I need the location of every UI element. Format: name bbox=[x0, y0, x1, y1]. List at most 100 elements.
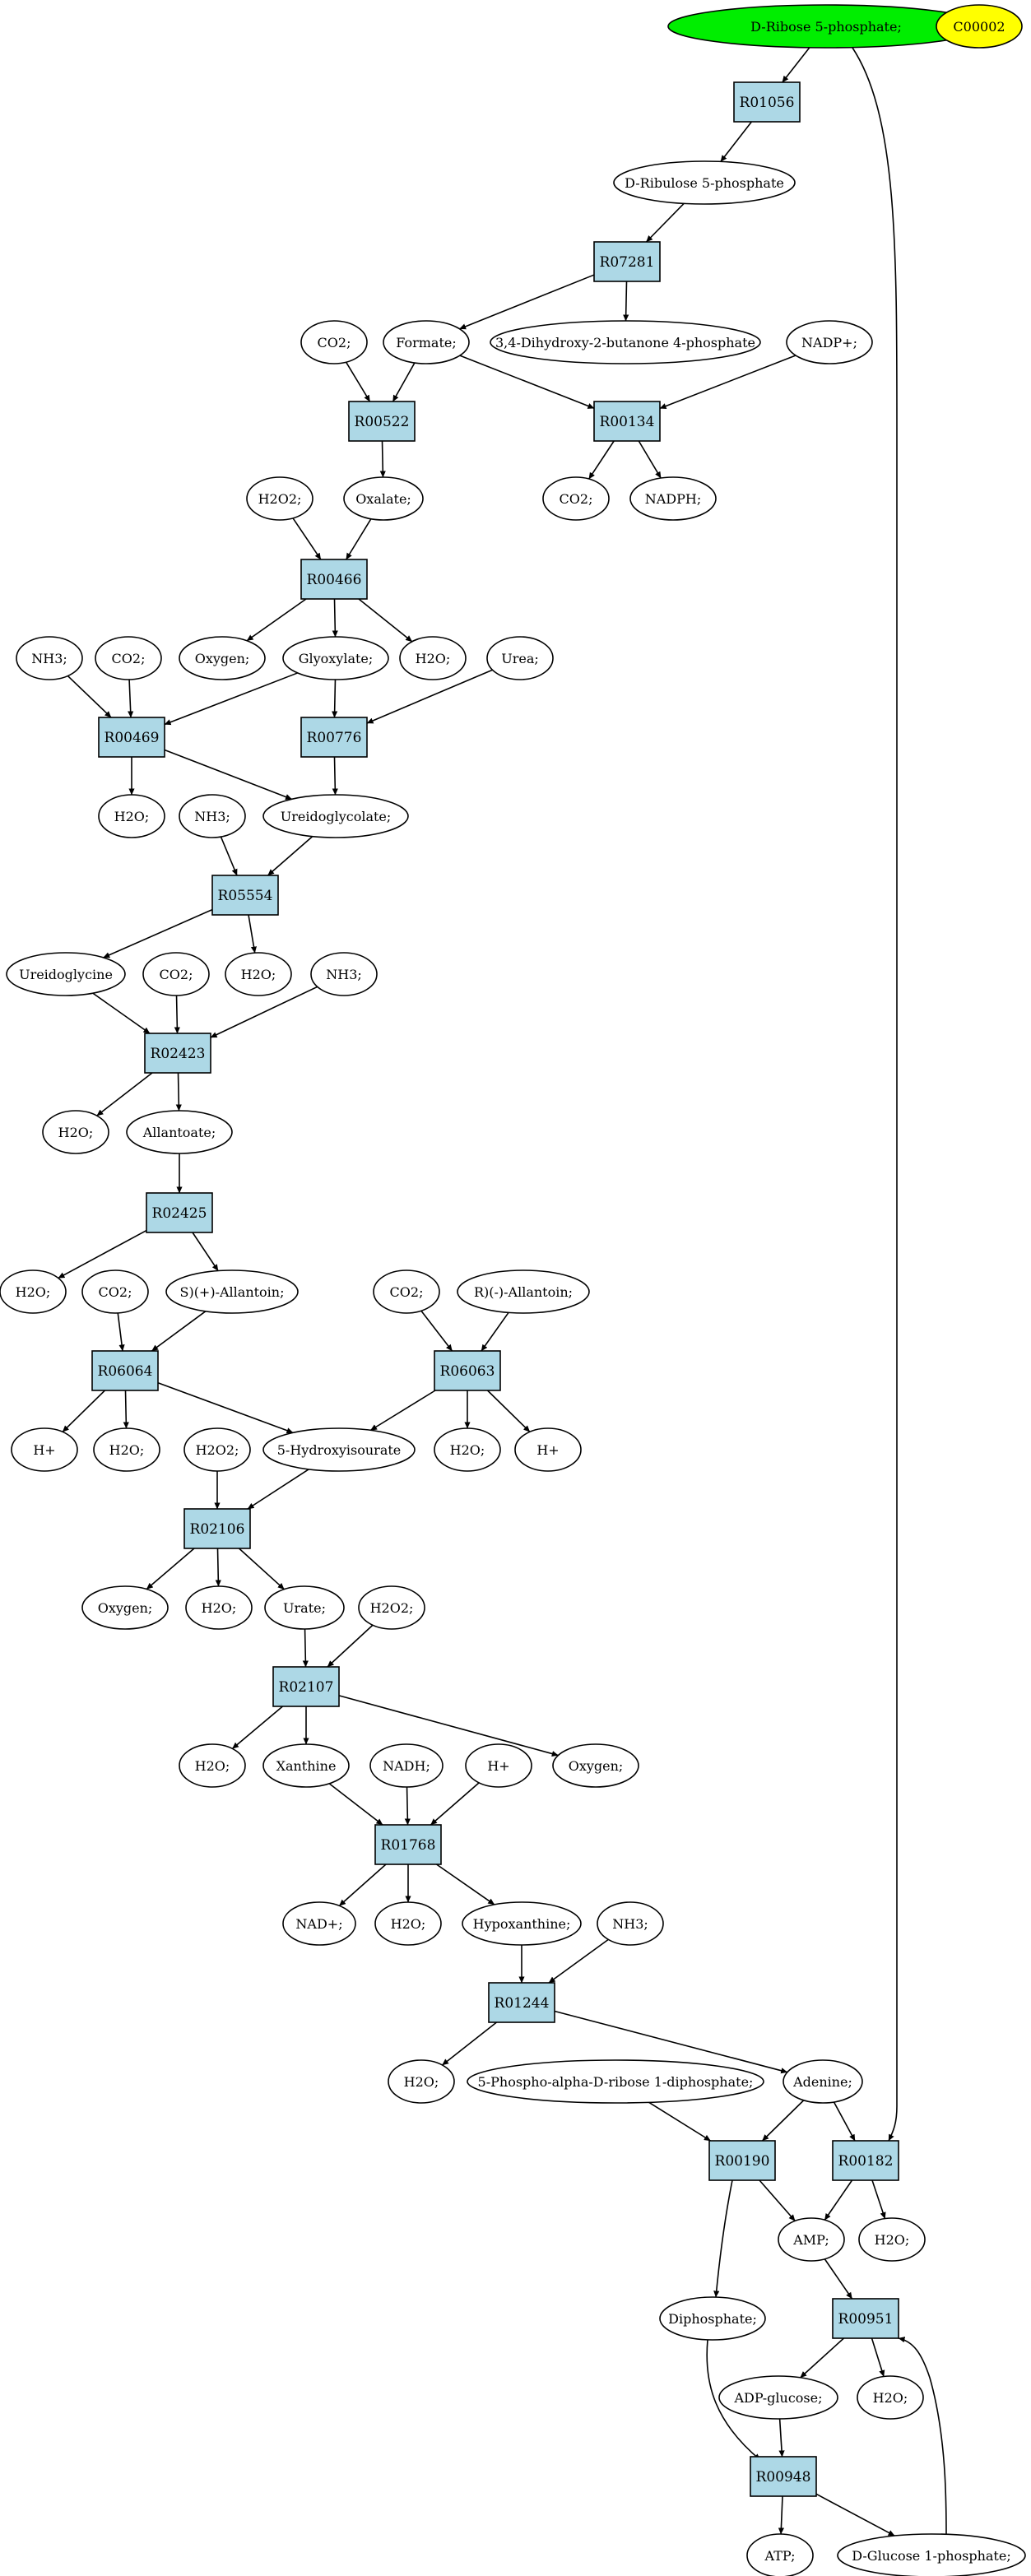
compound-ellipse bbox=[434, 1427, 501, 1472]
reaction-node-r15[interactable]: R01768 bbox=[374, 1824, 442, 1865]
compound-ellipse bbox=[746, 2533, 814, 2576]
node-label: Adenine; bbox=[792, 2074, 852, 2090]
compound-node-c57[interactable]: ADP-glucose; bbox=[718, 2375, 838, 2420]
compound-node-c51[interactable]: H2O; bbox=[388, 2059, 455, 2104]
compound-node-c28[interactable]: CO2; bbox=[81, 1269, 149, 1314]
reaction-node-r18[interactable]: R00182 bbox=[832, 2140, 899, 2181]
compound-node-c50[interactable]: NH3; bbox=[597, 1901, 664, 1946]
compound-node-c49[interactable]: Hypoxanthine; bbox=[462, 1901, 582, 1946]
reaction-node-r20[interactable]: R00948 bbox=[750, 2456, 817, 2497]
reaction-box bbox=[211, 875, 279, 916]
node-label: H2O; bbox=[109, 1442, 145, 1458]
compound-node-c31[interactable]: R)(-)-Allantoin; bbox=[457, 1269, 590, 1314]
compound-node-c4[interactable]: CO2; bbox=[300, 320, 368, 364]
compound-ellipse bbox=[778, 2217, 845, 2262]
compound-node-c34[interactable]: H2O2; bbox=[183, 1427, 251, 1472]
compound-node-c21[interactable]: Ureidoglycine bbox=[6, 952, 126, 996]
node-label: R00134 bbox=[600, 414, 655, 430]
reaction-node-r9[interactable]: R02423 bbox=[144, 1033, 211, 1074]
reaction-node-r16[interactable]: R01244 bbox=[488, 1982, 555, 2023]
compound-node-c13[interactable]: Glyoxylate; bbox=[282, 636, 389, 680]
compound-node-c52[interactable]: 5-Phospho-alpha-D-ribose 1-diphosphate; bbox=[467, 2059, 764, 2104]
edge-c5-to-r3 bbox=[392, 362, 416, 402]
compound-node-c19[interactable]: NH3; bbox=[179, 794, 246, 838]
reaction-node-r5[interactable]: R00466 bbox=[300, 559, 368, 600]
compound-node-c35[interactable]: 5-Hydroxyisourate bbox=[262, 1427, 416, 1472]
compound-node-c11[interactable]: Oxalate; bbox=[343, 476, 424, 521]
reaction-node-r3[interactable]: R00522 bbox=[348, 401, 416, 442]
compound-node-c23[interactable]: H2O; bbox=[225, 952, 292, 996]
compound-node-c47[interactable]: NAD+; bbox=[282, 1901, 356, 1946]
compound-node-c39[interactable]: H2O; bbox=[185, 1585, 253, 1630]
node-label: H2O; bbox=[450, 1442, 485, 1458]
compound-node-c32[interactable]: H+ bbox=[11, 1427, 78, 1472]
compound-node-c33[interactable]: H2O; bbox=[93, 1427, 160, 1472]
reaction-node-r14[interactable]: R02107 bbox=[272, 1666, 340, 1707]
reaction-node-r13[interactable]: R02106 bbox=[183, 1508, 251, 1549]
compound-node-c59[interactable]: ATP; bbox=[746, 2533, 814, 2576]
compound-node-c6[interactable]: 3,4-Dihydroxy-2-butanone 4-phosphate bbox=[490, 320, 761, 364]
reaction-node-r6[interactable]: R00469 bbox=[98, 717, 165, 758]
edge-r18-to-c55 bbox=[871, 2179, 886, 2219]
compound-node-c43[interactable]: Xanthine bbox=[262, 1743, 350, 1788]
reaction-node-r7[interactable]: R00776 bbox=[300, 717, 368, 758]
node-label: D-Ribulose 5-phosphate bbox=[625, 175, 784, 191]
compound-node-c58[interactable]: H2O; bbox=[857, 2375, 924, 2420]
reaction-node-r10[interactable]: R02425 bbox=[146, 1192, 213, 1233]
compound-node-c3[interactable]: D-Ribulose 5-phosphate bbox=[613, 160, 796, 205]
compound-node-c20[interactable]: Ureidoglycolate; bbox=[262, 794, 409, 838]
compound-node-c30[interactable]: CO2; bbox=[373, 1269, 440, 1314]
compound-node-c54[interactable]: AMP; bbox=[778, 2217, 845, 2262]
compound-node-c36[interactable]: H2O; bbox=[434, 1427, 501, 1472]
compound-node-c40[interactable]: Urate; bbox=[264, 1585, 345, 1630]
reaction-node-r4[interactable]: R00134 bbox=[593, 401, 661, 442]
compound-node-c26[interactable]: Allantoate; bbox=[126, 1110, 233, 1154]
reaction-node-r8[interactable]: R05554 bbox=[211, 875, 279, 916]
reaction-node-r12[interactable]: R06063 bbox=[434, 1350, 501, 1391]
node-label: 5-Phospho-alpha-D-ribose 1-diphosphate; bbox=[478, 2074, 754, 2090]
compound-node-c22[interactable]: CO2; bbox=[142, 952, 210, 996]
compound-node-c24[interactable]: NH3; bbox=[310, 952, 378, 996]
reaction-box bbox=[183, 1508, 251, 1549]
compound-node-c44[interactable]: NADH; bbox=[369, 1743, 444, 1788]
compound-node-c25[interactable]: H2O; bbox=[42, 1110, 109, 1154]
reaction-node-r11[interactable]: R06064 bbox=[91, 1350, 159, 1391]
edge-c5-to-r4 bbox=[459, 355, 595, 410]
compound-node-c60[interactable]: D-Glucose 1-phosphate; bbox=[837, 2533, 1026, 2576]
reaction-node-r17[interactable]: R00190 bbox=[708, 2140, 776, 2181]
compound-node-c16[interactable]: CO2; bbox=[95, 636, 162, 680]
reaction-node-r1[interactable]: R01056 bbox=[733, 81, 801, 123]
node-label: H2O; bbox=[16, 1284, 51, 1300]
compound-node-c38[interactable]: Oxygen; bbox=[81, 1585, 169, 1630]
compound-node-c37[interactable]: H+ bbox=[514, 1427, 582, 1472]
compound-node-c1[interactable]: D-Ribose 5-phosphate; bbox=[667, 4, 985, 49]
compound-node-c9[interactable]: NADPH; bbox=[629, 476, 717, 521]
compound-node-c5[interactable]: Formate; bbox=[383, 320, 470, 364]
reaction-node-r2[interactable]: R07281 bbox=[593, 241, 661, 282]
compound-node-c8[interactable]: CO2; bbox=[542, 476, 610, 521]
compound-node-c45[interactable]: H+ bbox=[465, 1743, 532, 1788]
compound-node-c29[interactable]: S)(+)-Allantoin; bbox=[165, 1269, 299, 1314]
compound-node-c14[interactable]: H2O; bbox=[399, 636, 467, 680]
compound-ellipse bbox=[542, 476, 610, 521]
compound-node-c53[interactable]: Adenine; bbox=[783, 2059, 863, 2104]
compound-node-c41[interactable]: H2O2; bbox=[358, 1585, 425, 1630]
compound-node-c55[interactable]: H2O; bbox=[858, 2217, 926, 2262]
compound-node-c46[interactable]: Oxygen; bbox=[552, 1743, 639, 1788]
compound-node-c17[interactable]: Urea; bbox=[486, 636, 554, 680]
compound-ellipse bbox=[126, 1110, 233, 1154]
reaction-box bbox=[832, 2140, 899, 2181]
compound-node-c12[interactable]: Oxygen; bbox=[179, 636, 266, 680]
reaction-node-r19[interactable]: R00951 bbox=[832, 2298, 899, 2339]
compound-node-c7[interactable]: NADP+; bbox=[786, 320, 873, 364]
compound-node-c15[interactable]: NH3; bbox=[16, 636, 83, 680]
compound-node-c18[interactable]: H2O; bbox=[98, 794, 165, 838]
compound-node-c48[interactable]: H2O; bbox=[374, 1901, 442, 1946]
compound-node-c27[interactable]: H2O; bbox=[0, 1269, 67, 1314]
compound-ellipse bbox=[264, 1585, 345, 1630]
compound-node-c42[interactable]: H2O; bbox=[179, 1743, 246, 1788]
edge-c53-to-r17 bbox=[761, 2100, 805, 2142]
compound-node-c56[interactable]: Diphosphate; bbox=[659, 2296, 766, 2341]
compound-node-c2[interactable]: C00002 bbox=[936, 4, 1023, 49]
compound-node-c10[interactable]: H2O2; bbox=[246, 476, 313, 521]
